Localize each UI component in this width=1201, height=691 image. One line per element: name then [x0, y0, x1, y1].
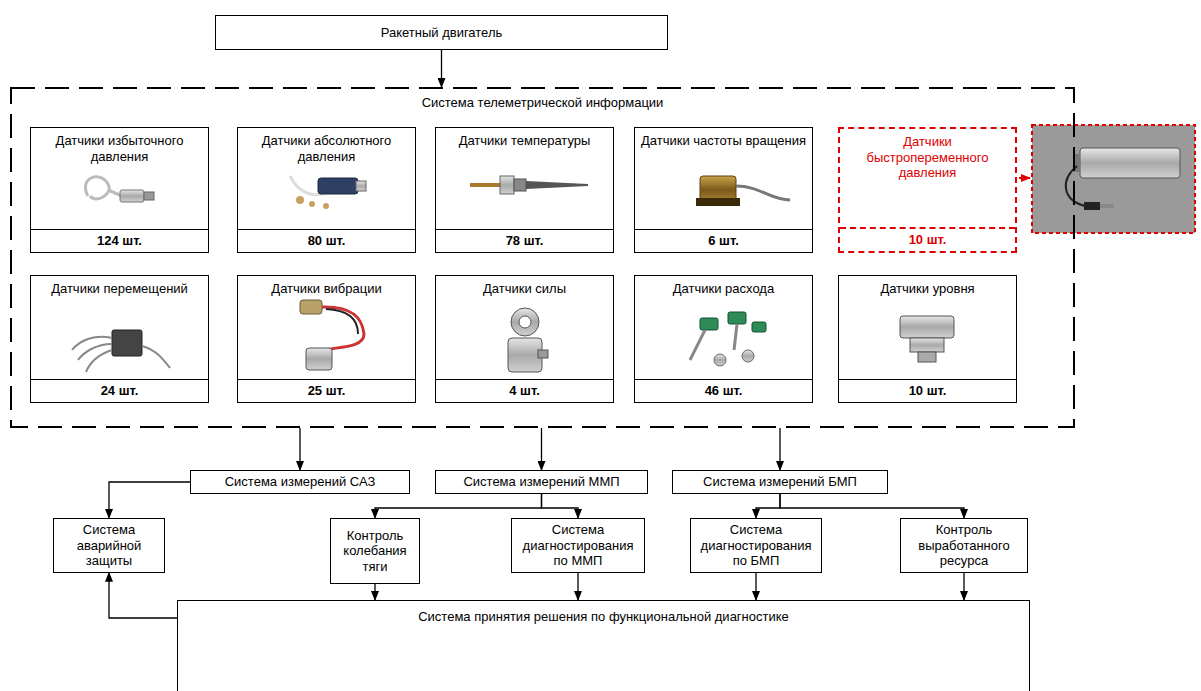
temperature-probe-icon [470, 176, 588, 194]
sensor-count: 80 шт. [238, 229, 415, 252]
sensor-box: Датчики расхода 46 шт. [634, 275, 813, 403]
sensor-name: Датчики абсолютного давления [238, 128, 415, 164]
connector-arrow [756, 494, 780, 518]
process-box: Ракетный двигатель [215, 15, 668, 50]
sensor-box: Датчики абсолютного давления 80 шт. [237, 127, 416, 253]
process-box: Контроль выработанного ресурса [900, 518, 1028, 573]
absolute-pressure-icon [290, 176, 366, 209]
box-label: Система аварийной защиты [60, 522, 158, 569]
sensor-count: 4 шт. [436, 379, 613, 402]
sensor-count: 78 шт. [436, 229, 613, 252]
sensor-box: Датчики перемещений 24 шт. [30, 275, 209, 403]
vibration-sensor-icon [300, 300, 364, 370]
connector-arrow [375, 494, 542, 518]
connector-arrow [755, 573, 756, 600]
connector-arrow [109, 573, 177, 618]
connector-arrow [963, 573, 964, 600]
box-label: Система измерений ММП [463, 474, 619, 490]
process-box: Система измерений БМП [672, 470, 888, 494]
sensor-name: Датчики быстропеременного давления [840, 129, 1015, 181]
sensor-box: Датчики частоты вращения 6 шт. [634, 127, 813, 253]
process-box: Система диагностирования по ММП [511, 518, 645, 573]
process-box: Система принятия решения по функциональн… [177, 600, 1030, 691]
rotation-sensor-icon [696, 176, 790, 206]
process-box: Система аварийной защиты [53, 518, 165, 573]
process-box: Система измерений САЗ [190, 470, 410, 494]
box-label: Контроль выработанного ресурса [907, 522, 1021, 569]
sensor-box: Датчики силы 4 шт. [435, 275, 614, 403]
pressure-sensor-icon [85, 177, 154, 202]
sensor-name: Датчики расхода [635, 276, 812, 297]
group-heading: Система телеметрической информации [10, 87, 1075, 111]
box-label: Система измерений БМП [703, 474, 857, 490]
sensor-count: 46 шт. [635, 379, 812, 402]
sensor-count: 124 шт. [31, 229, 208, 252]
connector-arrow [299, 428, 300, 470]
connector-arrow [109, 482, 190, 518]
sensor-name: Датчики вибрации [238, 276, 415, 297]
sensor-box: Датчики избыточного давления 124 шт. [30, 127, 209, 253]
sensor-count: 10 шт. [839, 379, 1016, 402]
sensor-count: 24 шт. [31, 379, 208, 402]
connector-arrow [577, 573, 578, 600]
displacement-sensor-icon [72, 330, 170, 372]
box-label: Система измерений САЗ [225, 474, 376, 490]
connector-arrow [441, 50, 442, 87]
sensor-name: Датчики уровня [839, 276, 1016, 297]
connector-arrow [374, 584, 375, 600]
connector-arrow [780, 494, 964, 518]
sensor-name: Датчики избыточного давления [31, 128, 208, 164]
flow-sensor-icon [690, 312, 766, 366]
sensor-name: Датчики температуры [436, 128, 613, 149]
sensor-name: Датчики перемещений [31, 276, 208, 297]
sensor-name: Датчики частоты вращения [635, 128, 812, 149]
box-label: Контроль колебания тяги [337, 528, 413, 575]
sensor-box: Датчики уровня 10 шт. [838, 275, 1017, 403]
connector-arrow [541, 428, 542, 470]
sensor-count: 6 шт. [635, 229, 812, 252]
force-sensor-icon [508, 308, 548, 372]
level-sensor-icon [900, 316, 954, 362]
box-label: Система принятия решения по функциональн… [418, 609, 789, 625]
sensor-box: Датчики вибрации 25 шт. [237, 275, 416, 403]
connector-arrow [542, 494, 579, 518]
box-label: Ракетный двигатель [381, 25, 503, 41]
sensor-count: 10 шт. [840, 227, 1015, 251]
sensor-box: Датчики температуры 78 шт. [435, 127, 614, 253]
process-box: Система диагностирования по БМП [690, 518, 822, 573]
sensor-count: 25 шт. [238, 379, 415, 402]
sensor-photo [1019, 125, 1195, 233]
sensor-name: Датчики силы [436, 276, 613, 297]
box-label: Система диагностирования по БМП [697, 522, 815, 569]
process-box: Контроль колебания тяги [330, 518, 420, 584]
connector-arrow [779, 428, 780, 470]
process-box: Система измерений ММП [435, 470, 648, 494]
sensor-box: Датчики быстропеременного давления 10 шт. [838, 127, 1017, 253]
box-label: Система диагностирования по ММП [518, 522, 638, 569]
group-box: Система телеметрической информацииДатчик… [10, 87, 1075, 428]
